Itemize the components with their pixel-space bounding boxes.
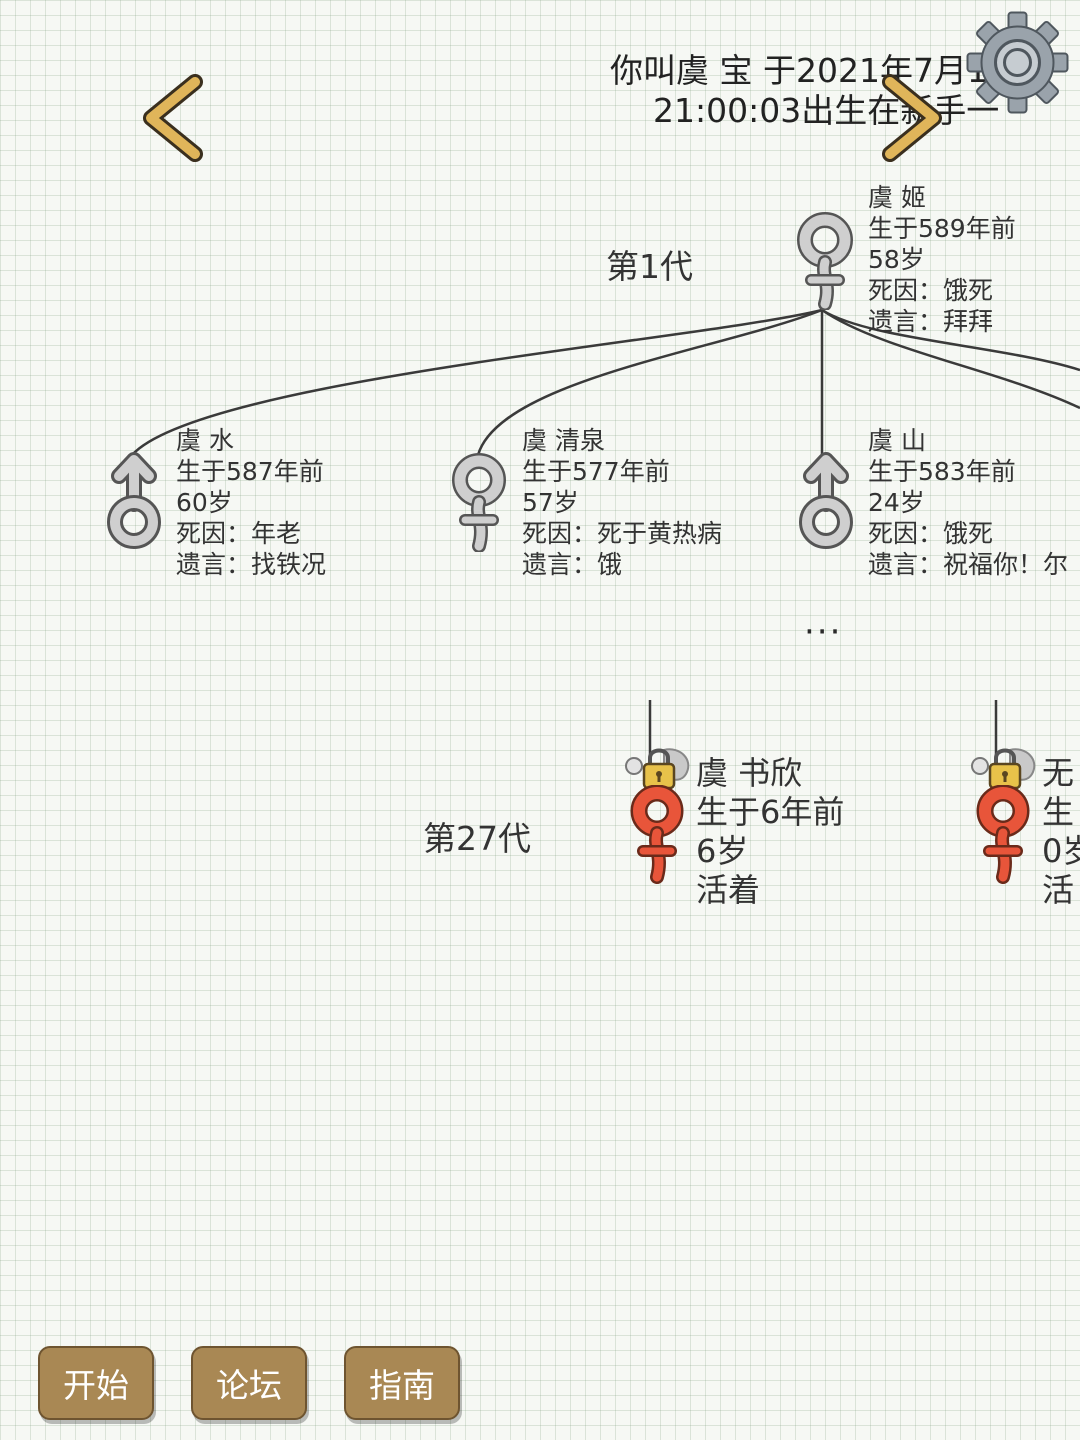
- person-status: 活着: [696, 871, 761, 909]
- person-born: 生于577年前: [522, 457, 670, 486]
- person-age: 58岁: [868, 245, 925, 274]
- person-age: 0岁: [1042, 832, 1080, 870]
- person-info-alive-2: 无 生 0岁 活: [1042, 754, 1080, 910]
- person-node-root[interactable]: [795, 210, 855, 311]
- female-symbol-icon: [630, 785, 684, 884]
- person-born: 生于589年前: [868, 214, 1016, 243]
- person-born: 生: [1042, 793, 1075, 831]
- settings-button[interactable]: [965, 10, 1070, 115]
- generation-label-1: 第1代: [606, 247, 693, 286]
- person-age: 60岁: [176, 488, 233, 517]
- person-node-alive-2[interactable]: [966, 740, 1040, 885]
- person-info-child-2: 虞 清泉 生于577年前 57岁 死因：死于黄热病 遗言：饿: [522, 425, 722, 580]
- person-age: 6岁: [696, 832, 749, 870]
- prev-button[interactable]: [135, 72, 215, 164]
- male-symbol-icon: [799, 452, 853, 549]
- female-symbol-icon: [452, 453, 506, 553]
- person-born: 生于583年前: [868, 457, 1016, 486]
- person-age: 57岁: [522, 488, 579, 517]
- padlock-icon: [971, 748, 1036, 790]
- person-info-alive-1: 虞 书欣 生于6年前 6岁 活着: [696, 754, 844, 910]
- person-info-root: 虞 姬 生于589年前 58岁 死因：饿死 遗言：拜拜: [868, 182, 1016, 337]
- person-name: 虞 姬: [868, 183, 926, 212]
- person-death-cause: 死因：死于黄热病: [522, 519, 723, 548]
- male-symbol-icon: [107, 452, 161, 549]
- gear-icon: [966, 11, 1069, 114]
- person-death-cause: 死因：饿死: [868, 276, 994, 305]
- person-info-child-3: 虞 山 生于583年前 24岁 死因：饿死 遗言：祝福你！尔: [868, 425, 1068, 580]
- forum-button[interactable]: 论坛: [191, 1346, 307, 1420]
- person-age: 24岁: [868, 488, 925, 517]
- generation-label-27: 第27代: [423, 819, 531, 858]
- chevron-left-icon: [143, 74, 203, 162]
- person-node-child-1[interactable]: [103, 452, 165, 550]
- padlock-icon: [625, 748, 690, 790]
- person-info-child-1: 虞 水 生于587年前 60岁 死因：年老 遗言：找铁况: [176, 425, 326, 580]
- person-last-words: 遗言：找铁况: [176, 550, 327, 579]
- person-node-alive-1[interactable]: [620, 740, 694, 885]
- female-symbol-icon: [976, 785, 1030, 884]
- generation-ellipsis: ···: [804, 612, 843, 652]
- person-name: 虞 山: [868, 426, 926, 455]
- chevron-right-icon: [882, 74, 942, 162]
- person-last-words: 遗言：拜拜: [868, 307, 994, 336]
- person-name: 虞 水: [176, 426, 234, 455]
- person-status: 活: [1042, 871, 1075, 909]
- person-node-child-2[interactable]: [448, 452, 510, 553]
- person-death-cause: 死因：年老: [176, 519, 302, 548]
- person-death-cause: 死因：饿死: [868, 519, 994, 548]
- person-name: 无: [1042, 754, 1075, 792]
- person-node-child-3[interactable]: [795, 452, 857, 550]
- person-last-words: 遗言：祝福你！尔: [868, 550, 1069, 579]
- person-born: 生于6年前: [696, 793, 845, 831]
- person-name: 虞 书欣: [696, 754, 803, 792]
- start-button[interactable]: 开始: [38, 1346, 154, 1420]
- person-name: 虞 清泉: [522, 426, 605, 455]
- female-symbol-icon: [797, 212, 853, 311]
- guide-button[interactable]: 指南: [344, 1346, 460, 1420]
- person-born: 生于587年前: [176, 457, 324, 486]
- next-button[interactable]: [872, 72, 952, 164]
- person-last-words: 遗言：饿: [522, 550, 623, 579]
- header-line-2: 21:00:03出生在新手一: [653, 91, 1000, 130]
